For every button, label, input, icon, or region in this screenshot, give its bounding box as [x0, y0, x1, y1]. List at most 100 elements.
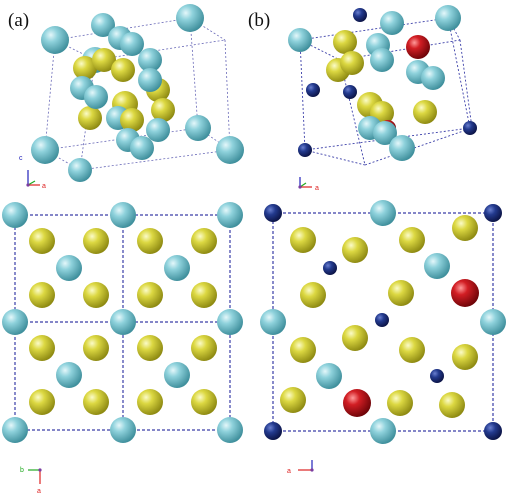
cyan-atom [288, 28, 312, 52]
cyan-atom [217, 417, 243, 443]
cyan-atom [217, 202, 243, 228]
yellow-atom [290, 227, 316, 253]
axis-label-b: b [20, 467, 24, 474]
cyan-atom [2, 309, 28, 335]
axis-triad-d: a [287, 460, 314, 475]
red-atom [343, 389, 371, 417]
axis-label-a: a [42, 183, 46, 190]
cyan-atom [130, 136, 154, 160]
yellow-atom [137, 282, 163, 308]
cyan-atom [380, 11, 404, 35]
navy-atom [298, 143, 312, 157]
cyan-atom [110, 417, 136, 443]
yellow-atom [342, 325, 368, 351]
yellow-atom [73, 56, 97, 80]
cyan-atom [389, 135, 415, 161]
cyan-atom [120, 32, 144, 56]
yellow-atom [388, 280, 414, 306]
cyan-atom [31, 136, 59, 164]
cyan-atom [164, 255, 190, 281]
cyan-atom [56, 255, 82, 281]
yellow-atom [452, 344, 478, 370]
cyan-atom [217, 309, 243, 335]
red-atom [406, 35, 430, 59]
yellow-atom [191, 389, 217, 415]
yellow-atom [78, 106, 102, 130]
cyan-atom [424, 253, 450, 279]
cyan-atom [68, 158, 92, 182]
navy-atom [264, 204, 282, 222]
panel-label-b: (b) [248, 10, 271, 31]
cyan-atom [146, 118, 170, 142]
navy-atom [430, 369, 444, 383]
navy-atom [306, 83, 320, 97]
navy-atom [375, 313, 389, 327]
axis-label-c: c [19, 155, 23, 162]
cyan-atom [370, 48, 394, 72]
yellow-atom [83, 335, 109, 361]
yellow-atom [29, 335, 55, 361]
yellow-atom [290, 337, 316, 363]
yellow-atom [191, 335, 217, 361]
cyan-atom [370, 200, 396, 226]
yellow-atom [340, 51, 364, 75]
cyan-atom [370, 418, 396, 444]
yellow-atom [111, 58, 135, 82]
yellow-atom [413, 100, 437, 124]
axis-triad-b: a [298, 177, 319, 192]
navy-atom [463, 121, 477, 135]
yellow-atom [333, 30, 357, 54]
yellow-atom [29, 389, 55, 415]
navy-atom [264, 422, 282, 440]
yellow-atom [280, 387, 306, 413]
cyan-atom [138, 48, 162, 72]
cyan-atom [2, 417, 28, 443]
cyan-atom [2, 202, 28, 228]
yellow-atom [342, 237, 368, 263]
cyan-atom [164, 362, 190, 388]
cyan-atom [84, 85, 108, 109]
axis-label-a-c: a [37, 488, 41, 495]
cyan-atom [91, 13, 115, 37]
cyan-atom [56, 362, 82, 388]
yellow-atom [387, 390, 413, 416]
axis-triad-c: b a [20, 467, 42, 495]
yellow-atom [137, 228, 163, 254]
yellow-atom [83, 282, 109, 308]
cyan-atom [110, 202, 136, 228]
yellow-atom [29, 282, 55, 308]
cyan-atom [110, 309, 136, 335]
yellow-atom [452, 215, 478, 241]
atoms-layer [2, 4, 506, 444]
yellow-atom [399, 337, 425, 363]
yellow-atom [83, 389, 109, 415]
navy-atom [484, 204, 502, 222]
yellow-atom [137, 389, 163, 415]
cyan-atom [41, 26, 69, 54]
cyan-atom [480, 309, 506, 335]
axis-label-a-b: a [315, 185, 319, 192]
cyan-atom [216, 136, 244, 164]
axis-triad-a: c a [19, 155, 46, 190]
yellow-atom [439, 392, 465, 418]
yellow-atom [120, 108, 144, 132]
navy-atom [343, 85, 357, 99]
cyan-atom [176, 4, 204, 32]
cyan-atom [185, 115, 211, 141]
cyan-atom [435, 5, 461, 31]
yellow-atom [151, 98, 175, 122]
panel-label-a: (a) [8, 10, 30, 31]
axis-label-a-d: a [287, 468, 291, 475]
yellow-atom [83, 228, 109, 254]
yellow-atom [300, 282, 326, 308]
yellow-atom [29, 228, 55, 254]
navy-atom [484, 422, 502, 440]
yellow-atom [92, 48, 116, 72]
cyan-atom [316, 363, 342, 389]
cyan-atom [260, 309, 286, 335]
cyan-atom [421, 66, 445, 90]
yellow-atom [191, 228, 217, 254]
yellow-atom [137, 335, 163, 361]
yellow-atom [191, 282, 217, 308]
